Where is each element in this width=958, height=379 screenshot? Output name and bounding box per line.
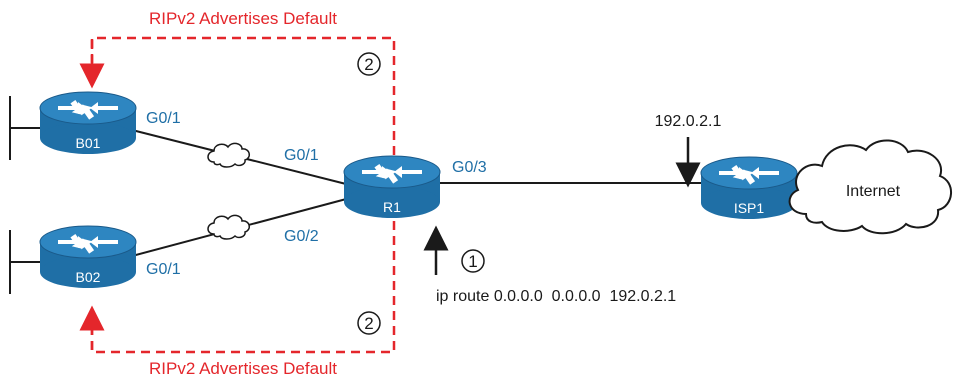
advert-label-bottom: RIPv2 Advertises Default <box>149 359 337 378</box>
step-marker-one: 1 <box>461 249 485 273</box>
svg-text:1: 1 <box>468 252 477 271</box>
lan-segment-b02 <box>9 230 40 294</box>
router-b02-label: B02 <box>76 269 101 285</box>
router-b01: B01 <box>39 91 137 155</box>
isp-address-label: 192.0.2.1 <box>655 113 722 130</box>
cloud-icon <box>788 139 952 235</box>
r1-interface-g02-label: G0/2 <box>284 228 319 245</box>
router-r1-label: R1 <box>383 199 401 215</box>
svg-text:2: 2 <box>364 55 373 74</box>
static-route-command: ip route 0.0.0.0 0.0.0.0 192.0.2.1 <box>436 288 676 305</box>
internet-cloud: Internet <box>788 139 952 235</box>
router-r1: R1 <box>343 155 441 219</box>
advert-label-top: RIPv2 Advertises Default <box>149 9 337 28</box>
wan-cloud-icon <box>207 214 251 240</box>
b02-interface-label: G0/1 <box>146 261 181 278</box>
step-marker-two-bottom: 2 <box>357 311 381 335</box>
r1-interface-g01-label: G0/1 <box>284 147 319 164</box>
svg-text:2: 2 <box>364 314 373 333</box>
step-marker-two-top: 2 <box>357 52 381 76</box>
lan-segment-b01 <box>9 96 40 160</box>
r1-interface-g03-label: G0/3 <box>452 159 487 176</box>
router-isp1-label: ISP1 <box>734 200 765 216</box>
router-b02: B02 <box>39 225 137 289</box>
b01-interface-label: G0/1 <box>146 110 181 127</box>
router-b01-label: B01 <box>76 135 101 151</box>
router-isp1: ISP1 <box>700 156 798 220</box>
wan-cloud-icon <box>207 142 251 168</box>
internet-label: Internet <box>846 183 901 200</box>
